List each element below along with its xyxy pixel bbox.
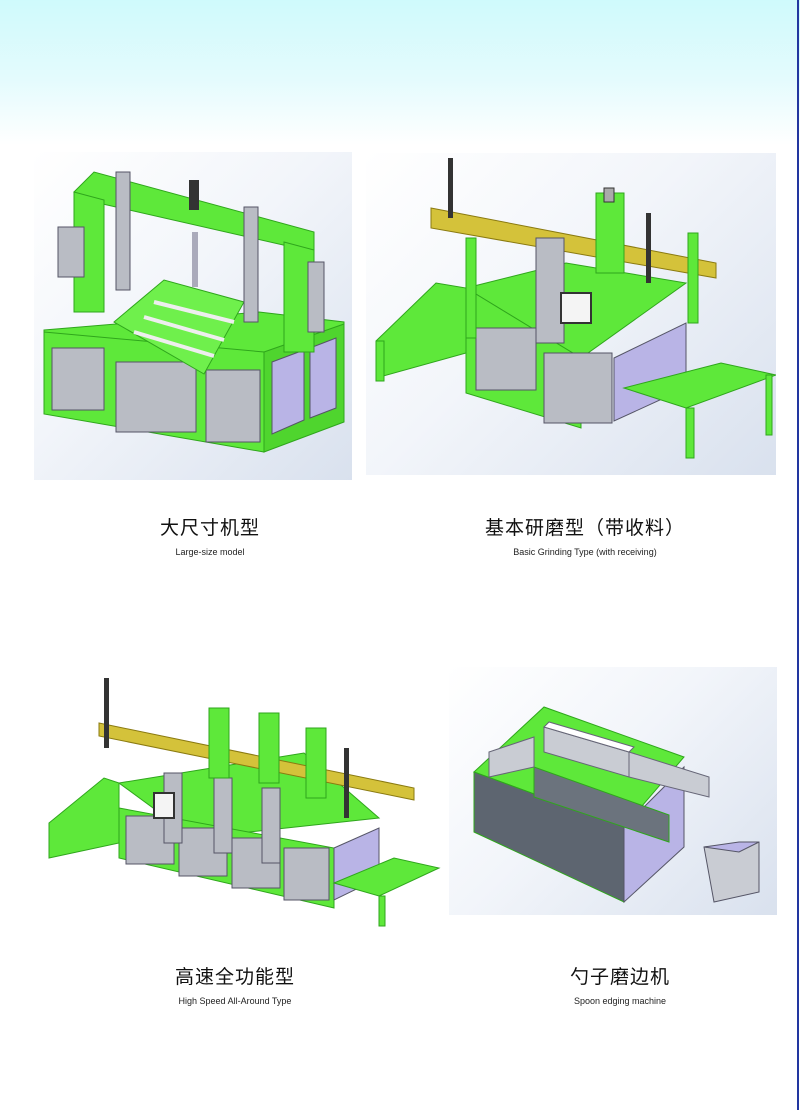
basic-grinding-machine-illustration — [375, 158, 776, 459]
basic-grinding-caption: 基本研磨型（带收料） Basic Grinding Type (with rec… — [470, 516, 700, 558]
right-edge-rule — [797, 0, 799, 1110]
spoon-edging-machine-illustration — [473, 706, 760, 904]
large-size-machine-illustration — [43, 171, 345, 453]
large-size-caption: 大尺寸机型 Large-size model — [120, 516, 300, 558]
high-speed-machine-image — [44, 668, 444, 930]
product-title-en: Basic Grinding Type (with receiving) — [513, 547, 657, 557]
basic-grinding-machine-image — [366, 153, 776, 475]
large-size-machine-image — [34, 152, 352, 480]
high-speed-caption: 高速全功能型 High Speed All-Around Type — [140, 965, 330, 1007]
product-title-zh: 基本研磨型（带收料） — [484, 517, 685, 539]
product-title-en: Large-size model — [175, 547, 245, 557]
high-speed-machine-illustration — [48, 678, 441, 927]
product-title-zh: 大尺寸机型 — [159, 517, 260, 539]
spoon-edging-caption: 勺子磨边机 Spoon edging machine — [540, 965, 700, 1007]
product-title-en: Spoon edging machine — [573, 996, 667, 1006]
product-title-zh: 勺子磨边机 — [569, 966, 670, 988]
spoon-edging-machine-image — [449, 667, 777, 915]
header-gradient-band — [0, 0, 800, 145]
product-title-zh: 高速全功能型 — [174, 966, 295, 988]
product-title-en: High Speed All-Around Type — [178, 996, 292, 1006]
